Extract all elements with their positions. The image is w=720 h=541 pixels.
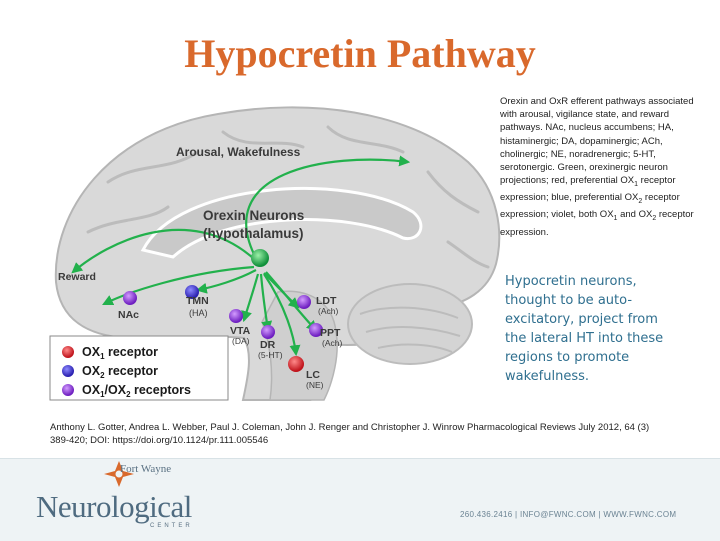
dr-label: DR <box>260 339 276 351</box>
contact-info: 260.436.2416 | INFO@FWNC.COM | WWW.FWNC.… <box>460 510 677 519</box>
vta-node <box>229 309 243 323</box>
orexin-label-line2: (hypothalamus) <box>203 226 304 241</box>
legend-ox1-label: OX1 receptor <box>82 345 158 361</box>
lc-node <box>288 356 304 372</box>
logo-top-text: Fort Wayne <box>120 463 172 475</box>
lc-label: LC <box>306 369 320 381</box>
footer-bar: Fort Wayne Neurological CENTER 260.436.2… <box>0 458 720 541</box>
legend-ox1-swatch <box>62 346 74 358</box>
legend-ox2-label: OX2 receptor <box>82 364 158 380</box>
dr-node <box>261 325 275 339</box>
logo-sub-text: CENTER <box>150 523 193 529</box>
ldt-sublabel: (Ach) <box>318 306 338 316</box>
citation: Anthony L. Gotter, Andrea L. Webber, Pau… <box>50 422 650 446</box>
ldt-label: LDT <box>316 295 337 307</box>
ppt-node <box>309 323 323 337</box>
ldt-node <box>297 295 311 309</box>
legend-ox2-swatch <box>62 365 74 377</box>
nac-label: NAc <box>118 309 139 321</box>
corpus-callosum <box>140 186 423 259</box>
logo-main-text: Neurological <box>36 489 192 524</box>
logo-star-icon <box>104 461 134 487</box>
tmn-label: TMN <box>186 295 209 307</box>
figure-caption: Orexin and OxR efferent pathways associa… <box>500 96 694 238</box>
cerebellum <box>347 283 473 365</box>
orexin-neurons-node <box>251 249 269 267</box>
summary-note: Hypocretin neurons, thought to be auto-e… <box>505 274 664 384</box>
tmn-node <box>185 285 199 299</box>
legend-both-swatch <box>62 384 74 396</box>
ppt-label: PPT <box>320 327 341 339</box>
legend-both-label: OX1/OX2 receptors <box>82 383 191 399</box>
lc-sublabel: (NE) <box>306 380 324 390</box>
vta-sublabel: (DA) <box>232 336 250 346</box>
dr-sublabel: (5-HT) <box>258 350 283 360</box>
receptor-legend: OX1 receptor OX2 receptor OX1/OX2 recept… <box>49 335 229 401</box>
vta-label: VTA <box>230 325 251 337</box>
arousal-label: Arousal, Wakefulness <box>176 145 301 159</box>
orexin-label-line1: Orexin Neurons <box>203 208 304 223</box>
nac-node <box>123 291 137 305</box>
slide-title: Hypocretin Pathway <box>184 31 536 76</box>
tmn-sublabel: (HA) <box>189 308 208 318</box>
reward-label: Reward <box>58 271 96 283</box>
brain-diagram: Arousal, Wakefulness Orexin Neurons (hyp… <box>49 106 501 401</box>
ppt-sublabel: (Ach) <box>322 338 342 348</box>
